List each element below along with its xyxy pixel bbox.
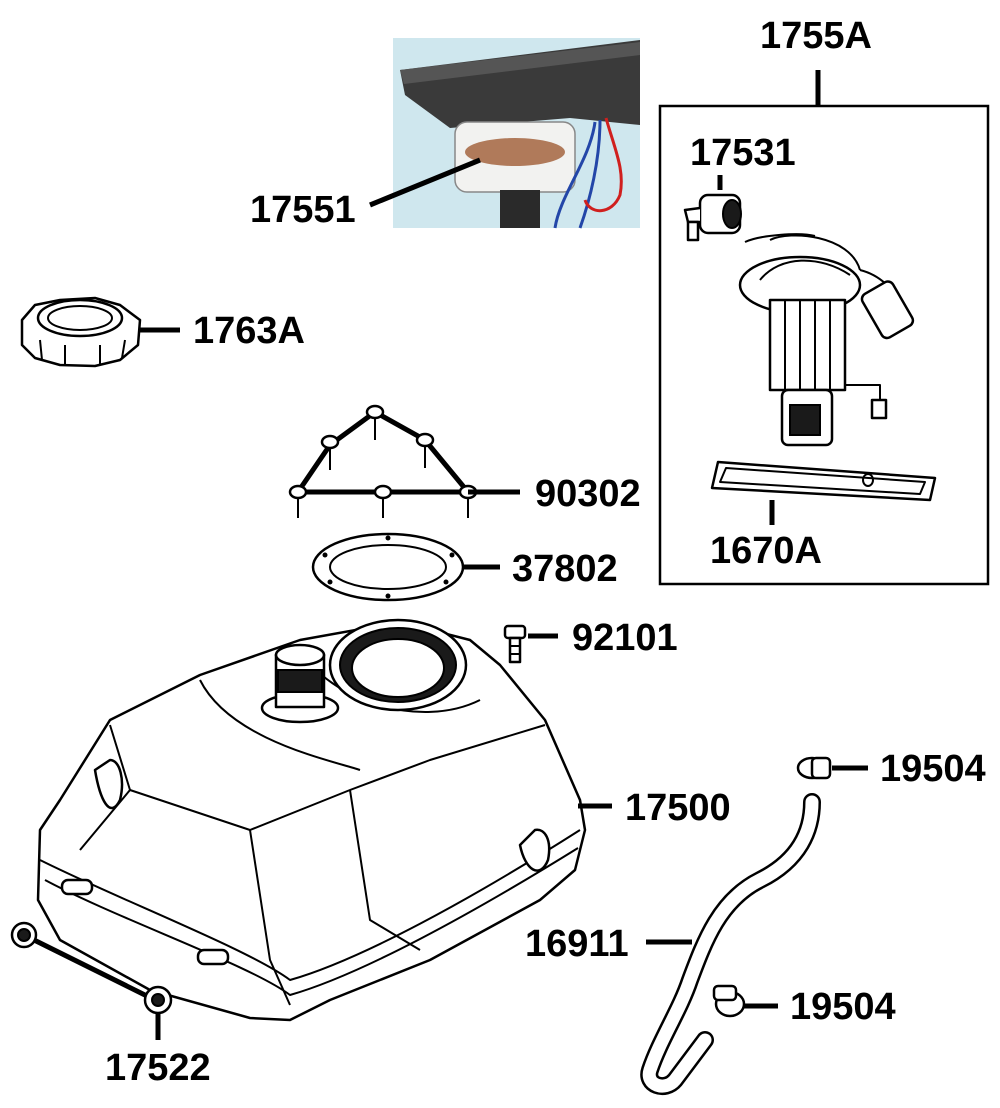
- leader-17551: [369, 157, 481, 208]
- fuel-tank-17500: [36, 618, 587, 1022]
- pump-stem: [500, 190, 540, 228]
- hose-clamp-19504-bottom: [712, 984, 746, 1018]
- pressure-regulator-17531: [683, 193, 742, 242]
- label-19504-bottom: 19504: [790, 986, 896, 1028]
- label-19504-top: 19504: [880, 748, 986, 790]
- label-90302: 90302: [535, 473, 641, 515]
- label-17531: 17531: [690, 132, 796, 174]
- label-17551: 17551: [250, 189, 356, 231]
- label-17522: 17522: [105, 1047, 211, 1089]
- filter-photo-inset: [393, 38, 640, 229]
- label-1755A: 1755A: [760, 15, 872, 57]
- label-1763A: 1763A: [193, 310, 305, 352]
- label-37802: 37802: [512, 548, 618, 590]
- fuel-strainer-1670A: [710, 460, 937, 502]
- housing-rim: [400, 42, 640, 84]
- breather-hose-16911: [640, 793, 821, 1096]
- fuel-pump-module: [738, 233, 915, 447]
- label-17500: 17500: [625, 787, 731, 829]
- filter-element: [465, 138, 565, 166]
- bolt-set-90302: [288, 404, 478, 518]
- wire-red: [583, 117, 623, 213]
- fuel-cap-1763A: [20, 296, 142, 368]
- label-92101: 92101: [572, 617, 678, 659]
- label-1670A: 1670A: [710, 530, 822, 572]
- wire-blue-2: [553, 121, 597, 229]
- bolt-92101: [503, 624, 527, 664]
- wire-blue: [578, 119, 602, 229]
- gasket-37802: [311, 532, 465, 602]
- hose-clamp-19504-top: [796, 756, 832, 780]
- assembly-box-1755A: [658, 104, 990, 586]
- label-16911: 16911: [525, 923, 629, 965]
- grommet-set-17522: [10, 921, 173, 1015]
